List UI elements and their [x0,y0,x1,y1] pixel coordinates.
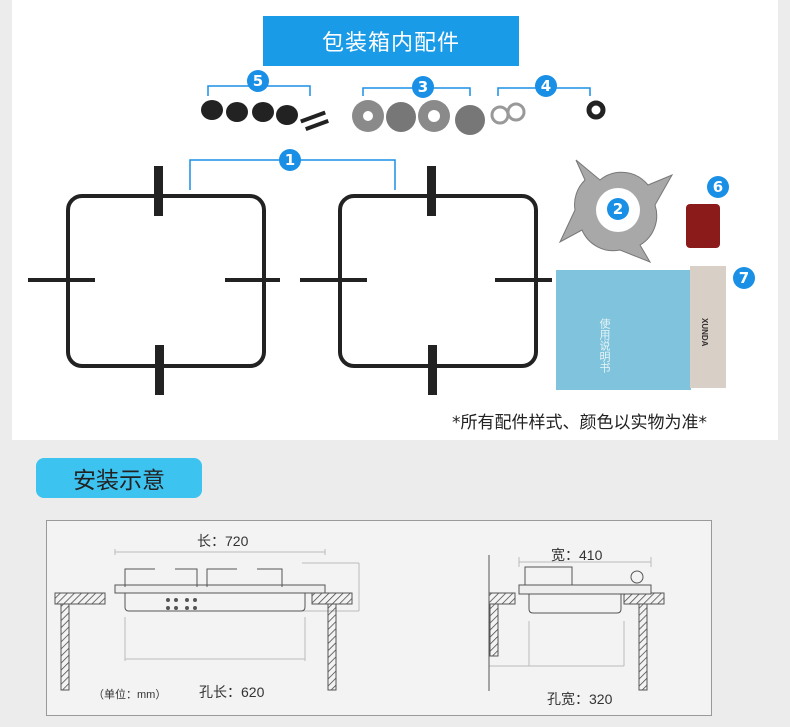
badge-7: 7 [733,267,755,289]
page-title: 包装箱内配件 [263,16,519,66]
installation-diagram: 长：720 （单位：mm） 孔长：620 宽：410 孔宽：320 [46,520,712,716]
length-label: 长：720 [197,533,249,549]
hole-width-label: 孔宽：320 [547,691,613,707]
badge-6: 6 [707,176,729,198]
badge-5: 5 [247,70,269,92]
badge-1: 1 [279,149,301,171]
width-label: 宽：410 [551,547,603,563]
badge-2: 2 [607,198,629,220]
disclaimer-note: *所有配件样式、颜色以实物为准* [452,413,707,433]
battery [686,204,720,248]
hole-length-label: 孔长：620 [199,684,265,700]
badge-4: 4 [535,75,557,97]
manual-booklet [556,270,691,390]
accessories-illustration [28,85,726,395]
hose-clamps [490,100,606,125]
brand-logo: XUNDA [700,318,709,347]
section-title: 安装示意 [36,458,202,498]
manual-title: 使用说明书 [598,318,610,373]
burner-caps [352,100,485,135]
badge-3: 3 [412,76,434,98]
pan-supports [28,194,552,368]
installation-drawing [54,549,665,691]
unit-label: （单位：mm） [93,689,167,701]
screws-and-feet [201,100,329,131]
